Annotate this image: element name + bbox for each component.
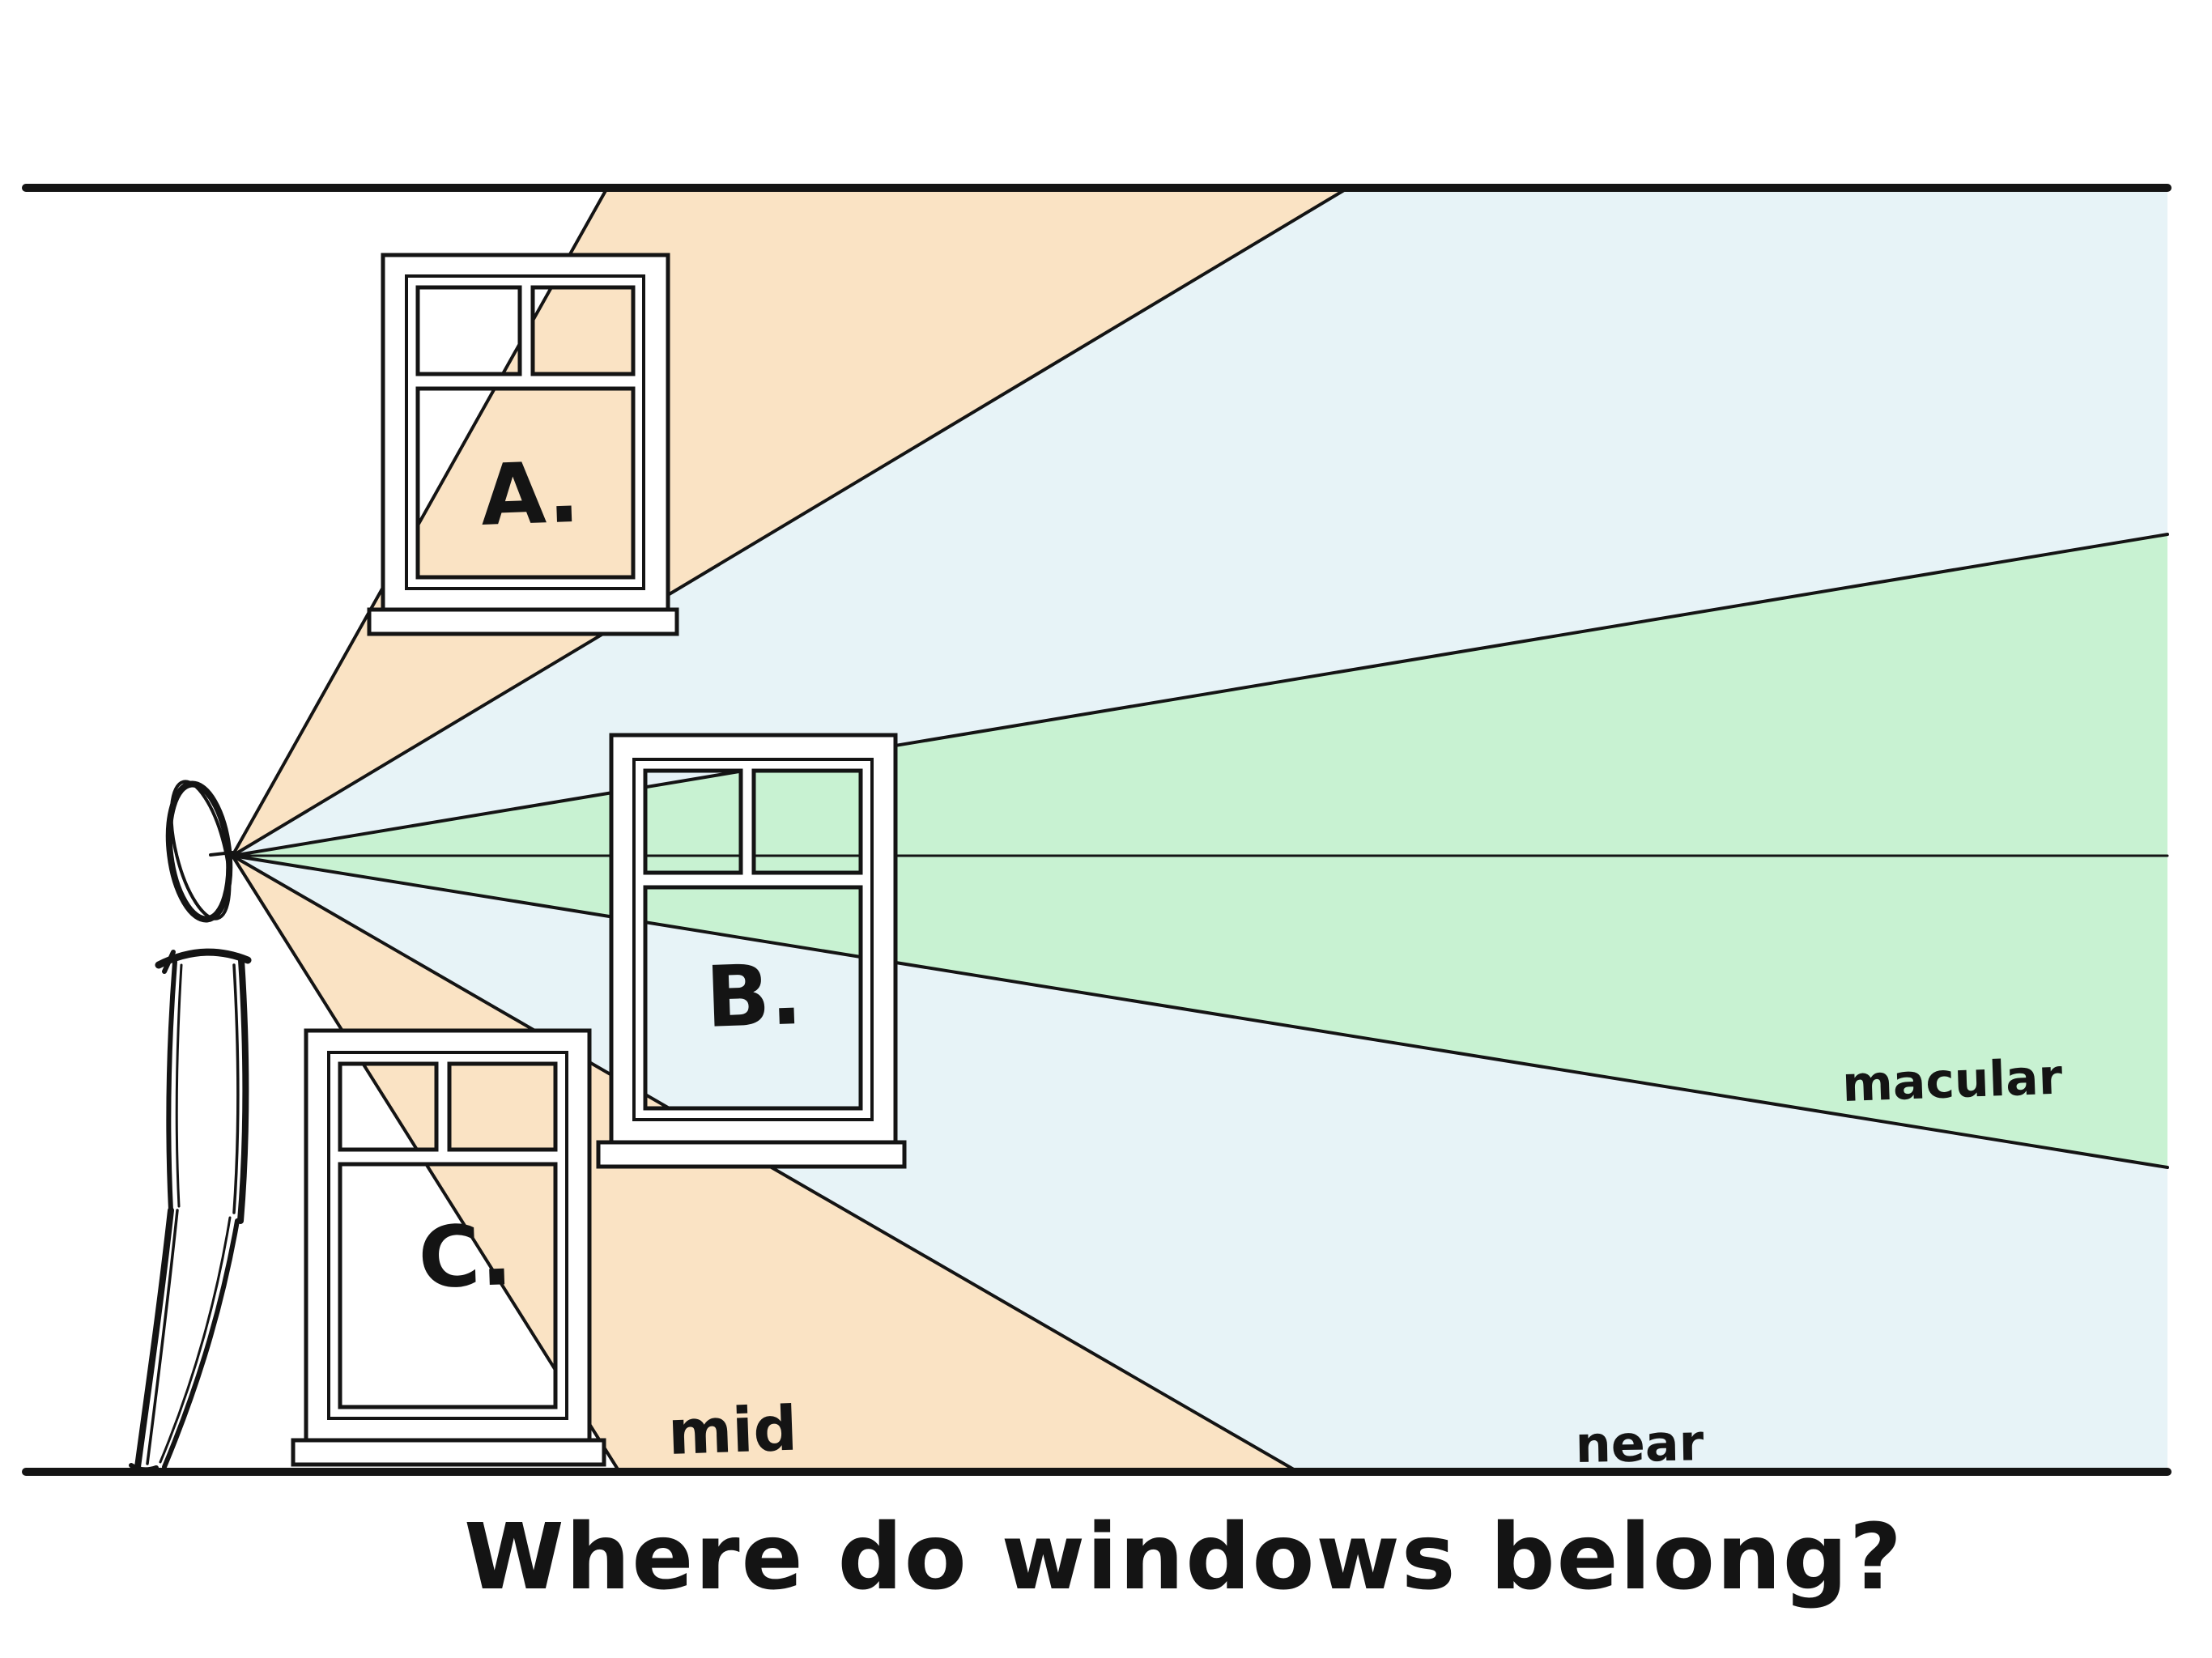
macular-zone-label: macular (1841, 1049, 2064, 1113)
window-c-label: C. (417, 1205, 514, 1307)
person-right-leg (162, 1218, 240, 1469)
person-arm-sketch-stroke (232, 963, 240, 1214)
person-torso (166, 959, 177, 1213)
ray-macular-bottom-edge (231, 854, 2169, 1169)
ray-upper-near-edge (231, 186, 1350, 857)
person-arm (237, 957, 249, 1224)
window-a-sill (367, 607, 679, 636)
macular-zone-cone (232, 534, 2167, 1167)
person-figure (129, 780, 252, 1473)
ray-macular-top-edge (231, 533, 2169, 857)
near-zone-upper-cone (232, 188, 2167, 856)
window-b-label: B. (704, 945, 804, 1047)
person-foot (129, 1463, 159, 1473)
window-a (367, 253, 679, 636)
window-b-inner-frame (632, 758, 874, 1121)
window-a-inner-frame (405, 274, 645, 590)
diagram-title: Where do windows belong? (464, 1505, 1904, 1610)
person-eye-line (209, 851, 234, 857)
window-c (291, 1028, 606, 1467)
person-left-leg (134, 1207, 174, 1470)
person-right-leg-sketch-stroke (159, 1216, 232, 1464)
mid-zone-label: mid (667, 1392, 799, 1469)
person-left-leg-sketch-stroke (146, 1209, 179, 1465)
window-b-sill (596, 1140, 907, 1169)
window-c-sill (291, 1438, 606, 1467)
person-shoulder-tick (162, 950, 176, 974)
near-zone-lower-cone (232, 856, 2167, 1472)
window-b (596, 733, 907, 1169)
person-head-sketch-stroke (169, 780, 232, 920)
near-zone-label: near (1575, 1413, 1704, 1474)
person-torso-sketch-stroke (175, 963, 183, 1208)
window-c-inner-frame (327, 1051, 568, 1420)
window-a-label: A. (479, 443, 581, 545)
